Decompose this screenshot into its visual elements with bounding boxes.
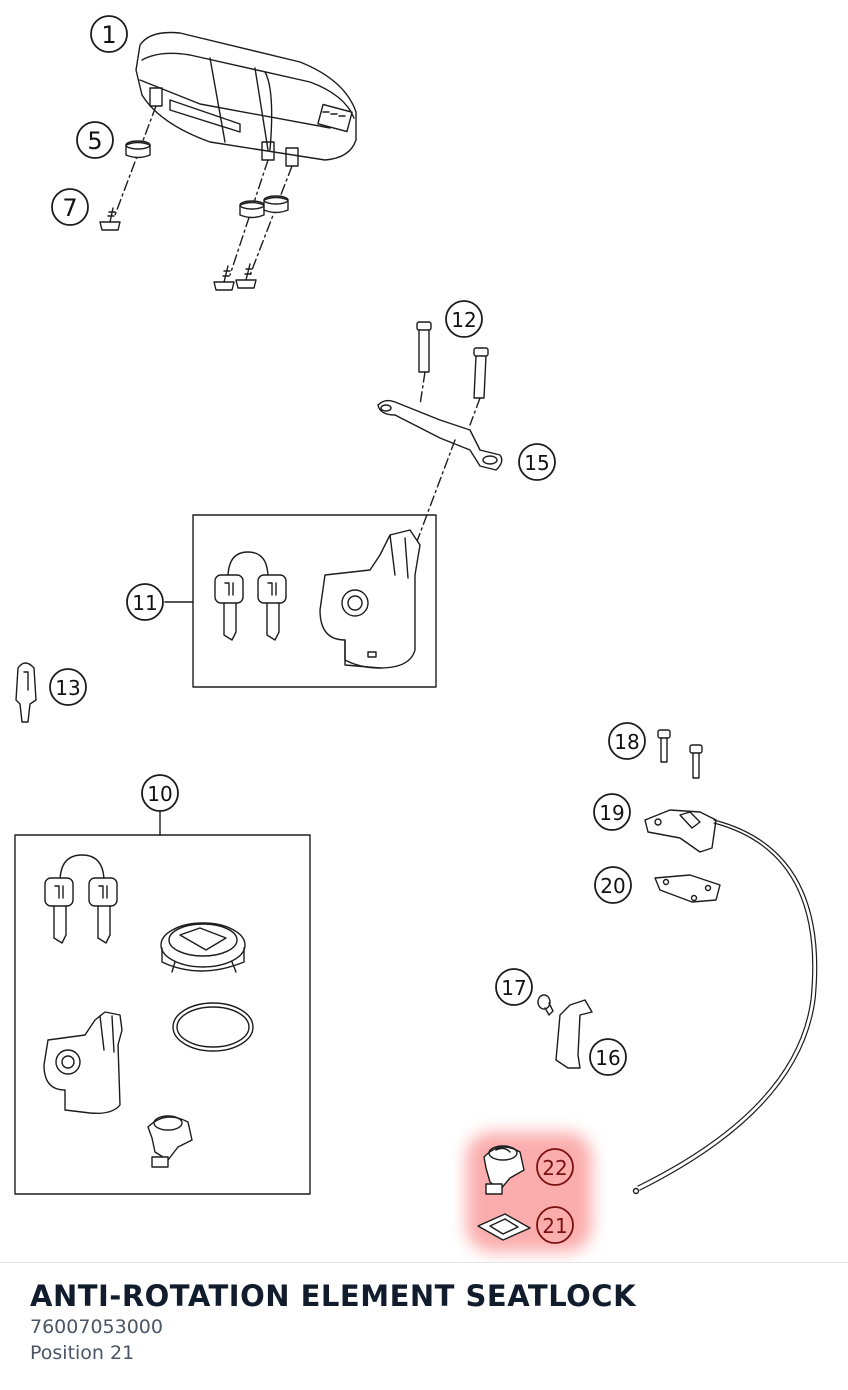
callout-label-13: 13 [55,676,80,700]
callout-12[interactable] [445,300,483,338]
bracket-screw [416,321,489,399]
callout-label-15: 15 [524,451,549,475]
callout-label-1: 1 [101,21,116,49]
callout-10[interactable] [141,774,179,812]
key-pair-10 [44,854,118,944]
callout-18[interactable] [608,722,646,760]
seat-lock-screw [657,729,703,779]
callout-5[interactable] [76,121,114,159]
lock-bracket [377,399,503,471]
callout-label-10: 10 [147,782,172,806]
part-number: 76007053000 [30,1316,163,1338]
callout-label-21: 21 [542,1214,567,1238]
seat-lock-plate [644,809,717,853]
ignition-switch-10 [43,1011,123,1115]
seat-lock-small [147,1115,193,1168]
callout-16[interactable] [589,1038,627,1076]
lock-pin [537,994,554,1016]
fuel-cap [160,922,246,973]
key-pair-11 [214,551,287,641]
instrument-cluster [135,31,357,167]
callout-label-18: 18 [614,730,639,754]
callout-label-19: 19 [599,801,624,825]
key-13 [15,662,37,723]
part-position: Position 21 [30,1342,135,1364]
cable-bracket [555,999,593,1069]
ignition-lock-set-box [192,514,437,688]
callout-20[interactable] [594,866,632,904]
footer-divider [0,1262,848,1263]
callout-label-16: 16 [595,1046,620,1070]
callout-label-12: 12 [451,308,476,332]
callout-label-22: 22 [542,1156,567,1180]
mounting-screw [99,207,257,291]
seat-lock-cable [639,819,818,1191]
callout-label-5: 5 [87,127,102,155]
callout-19[interactable] [593,793,631,831]
base-plate [654,874,721,903]
o-ring [172,1002,254,1052]
lock-set-box [14,834,311,1195]
callout-7[interactable] [51,188,89,226]
part-info-footer: ANTI-ROTATION ELEMENT SEATLOCK 760070530… [30,1278,636,1366]
ignition-switch-11 [319,529,421,669]
rubber-grommet [125,140,289,219]
callout-11[interactable] [126,583,164,621]
callout-22[interactable] [536,1148,574,1186]
callout-21[interactable] [536,1206,574,1244]
callout-label-7: 7 [62,194,77,222]
callout-15[interactable] [518,443,556,481]
callout-1[interactable] [90,15,128,53]
callout-label-11: 11 [132,591,157,615]
callout-label-17: 17 [501,976,526,1000]
part-title: ANTI-ROTATION ELEMENT SEATLOCK [30,1279,637,1313]
callout-13[interactable] [49,668,87,706]
exploded-parts-diagram: 1 5 7 12 15 11 13 10 18 19 20 17 16 22 2… [14,15,818,1252]
callout-17[interactable] [495,968,533,1006]
gasket-plate [477,1213,531,1241]
anti-rotation-element [483,1145,525,1195]
callout-label-20: 20 [600,874,625,898]
